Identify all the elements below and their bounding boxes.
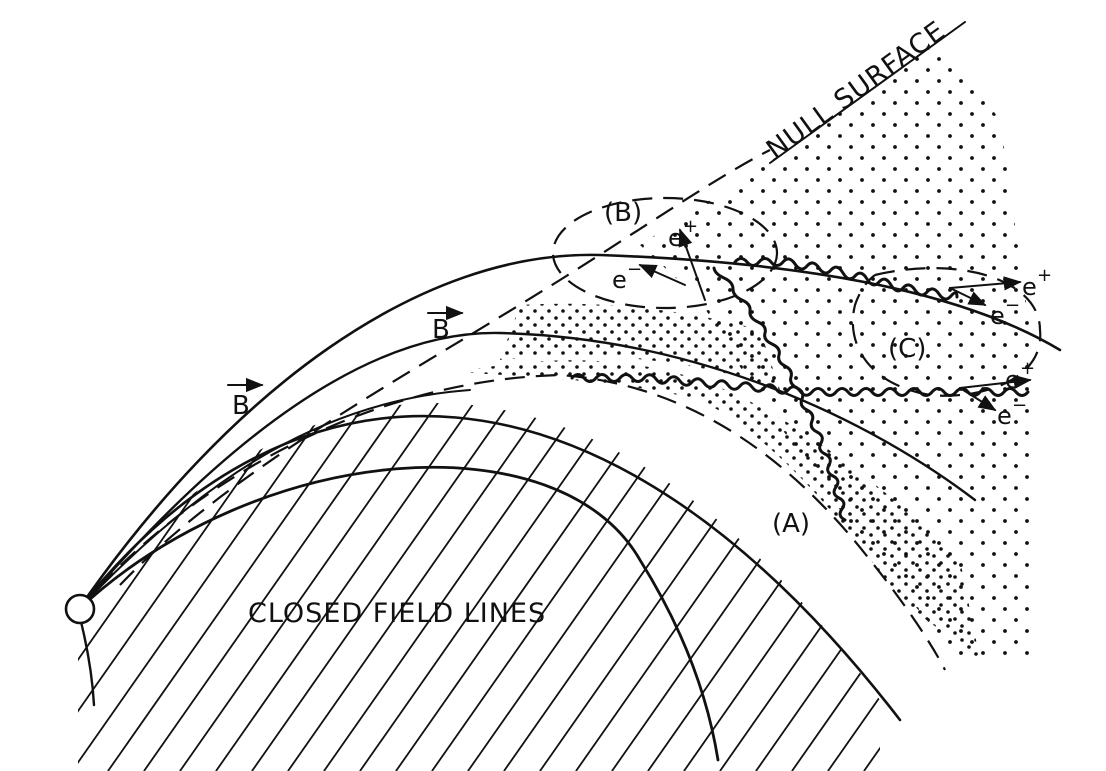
gap-dots-upper — [500, 303, 780, 390]
a-positron-arrow — [959, 374, 1032, 389]
hatch-line — [1044, 200, 1106, 771]
svg-text:−: − — [1012, 395, 1027, 416]
c-positron-label: e + — [1022, 265, 1052, 301]
svg-text:e: e — [997, 402, 1012, 430]
hatch-line — [467, 403, 869, 771]
svg-text:+: + — [683, 216, 698, 237]
open-field-line-third — [77, 389, 471, 611]
pair-plasma-region — [640, 40, 1030, 660]
c-positron-arrow — [949, 276, 1022, 291]
open-field-line-outer — [76, 253, 1062, 612]
hatch-line — [395, 403, 797, 771]
null-surface-line — [119, 149, 771, 586]
hatch-line — [215, 403, 617, 771]
region-b-label: (B) — [604, 198, 642, 228]
neutron-star — [64, 593, 96, 625]
svg-text:e: e — [990, 302, 1005, 330]
svg-text:+: + — [1037, 265, 1052, 286]
svg-text:−: − — [627, 259, 642, 280]
last-closed-field-line — [76, 414, 902, 722]
svg-text:e: e — [1005, 366, 1020, 394]
outer-gap-boundary — [77, 373, 946, 671]
b-field-label-2: B — [432, 315, 450, 345]
hatch-line — [179, 403, 581, 771]
hatch-line — [78, 403, 473, 771]
hatch-line — [143, 403, 545, 771]
null-surface-underline — [769, 21, 966, 164]
a-positron-label: e + — [1005, 358, 1035, 394]
svg-text:e: e — [668, 224, 683, 252]
hatch-line — [791, 403, 880, 771]
closed-field-lines-label: CLOSED FIELD LINES — [248, 598, 546, 629]
svg-text:+: + — [1020, 358, 1035, 379]
hatch-line — [683, 403, 880, 771]
hatch-line — [78, 403, 401, 771]
b-electron-label: e − — [612, 259, 642, 294]
region-c-label: (C) — [888, 334, 926, 364]
region-a-label: (A) — [772, 509, 810, 539]
hatch-line — [323, 403, 725, 771]
hatch-line — [1080, 200, 1106, 771]
hatch-line — [755, 403, 880, 771]
inner-closed-field-line — [76, 465, 720, 762]
photon-path-c — [733, 257, 959, 301]
open-field-line-inner — [76, 331, 977, 612]
a-electron-label: e − — [997, 395, 1027, 430]
b-positron-arrow — [678, 228, 706, 301]
hatch-line — [287, 403, 689, 771]
hatch-line — [78, 403, 437, 771]
hatch-line — [431, 403, 833, 771]
region-c-ellipse — [851, 267, 1042, 397]
svg-text:e: e — [612, 266, 627, 294]
region-b-ellipse — [551, 196, 779, 310]
hatch-line — [719, 403, 880, 771]
hatch-line — [359, 403, 761, 771]
svg-text:−: − — [1005, 295, 1020, 316]
c-electron-arrow — [949, 287, 987, 306]
b-electron-arrow — [638, 264, 686, 286]
b-positron-label: e + — [668, 216, 698, 252]
a-electron-arrow — [959, 387, 997, 411]
outer-gap-dots — [460, 360, 980, 660]
hatch-line — [251, 403, 653, 771]
b-field-label-1: B — [232, 391, 250, 421]
photon-path-diagonal — [712, 266, 847, 522]
svg-text:e: e — [1022, 273, 1037, 301]
c-electron-label: e − — [990, 295, 1020, 330]
